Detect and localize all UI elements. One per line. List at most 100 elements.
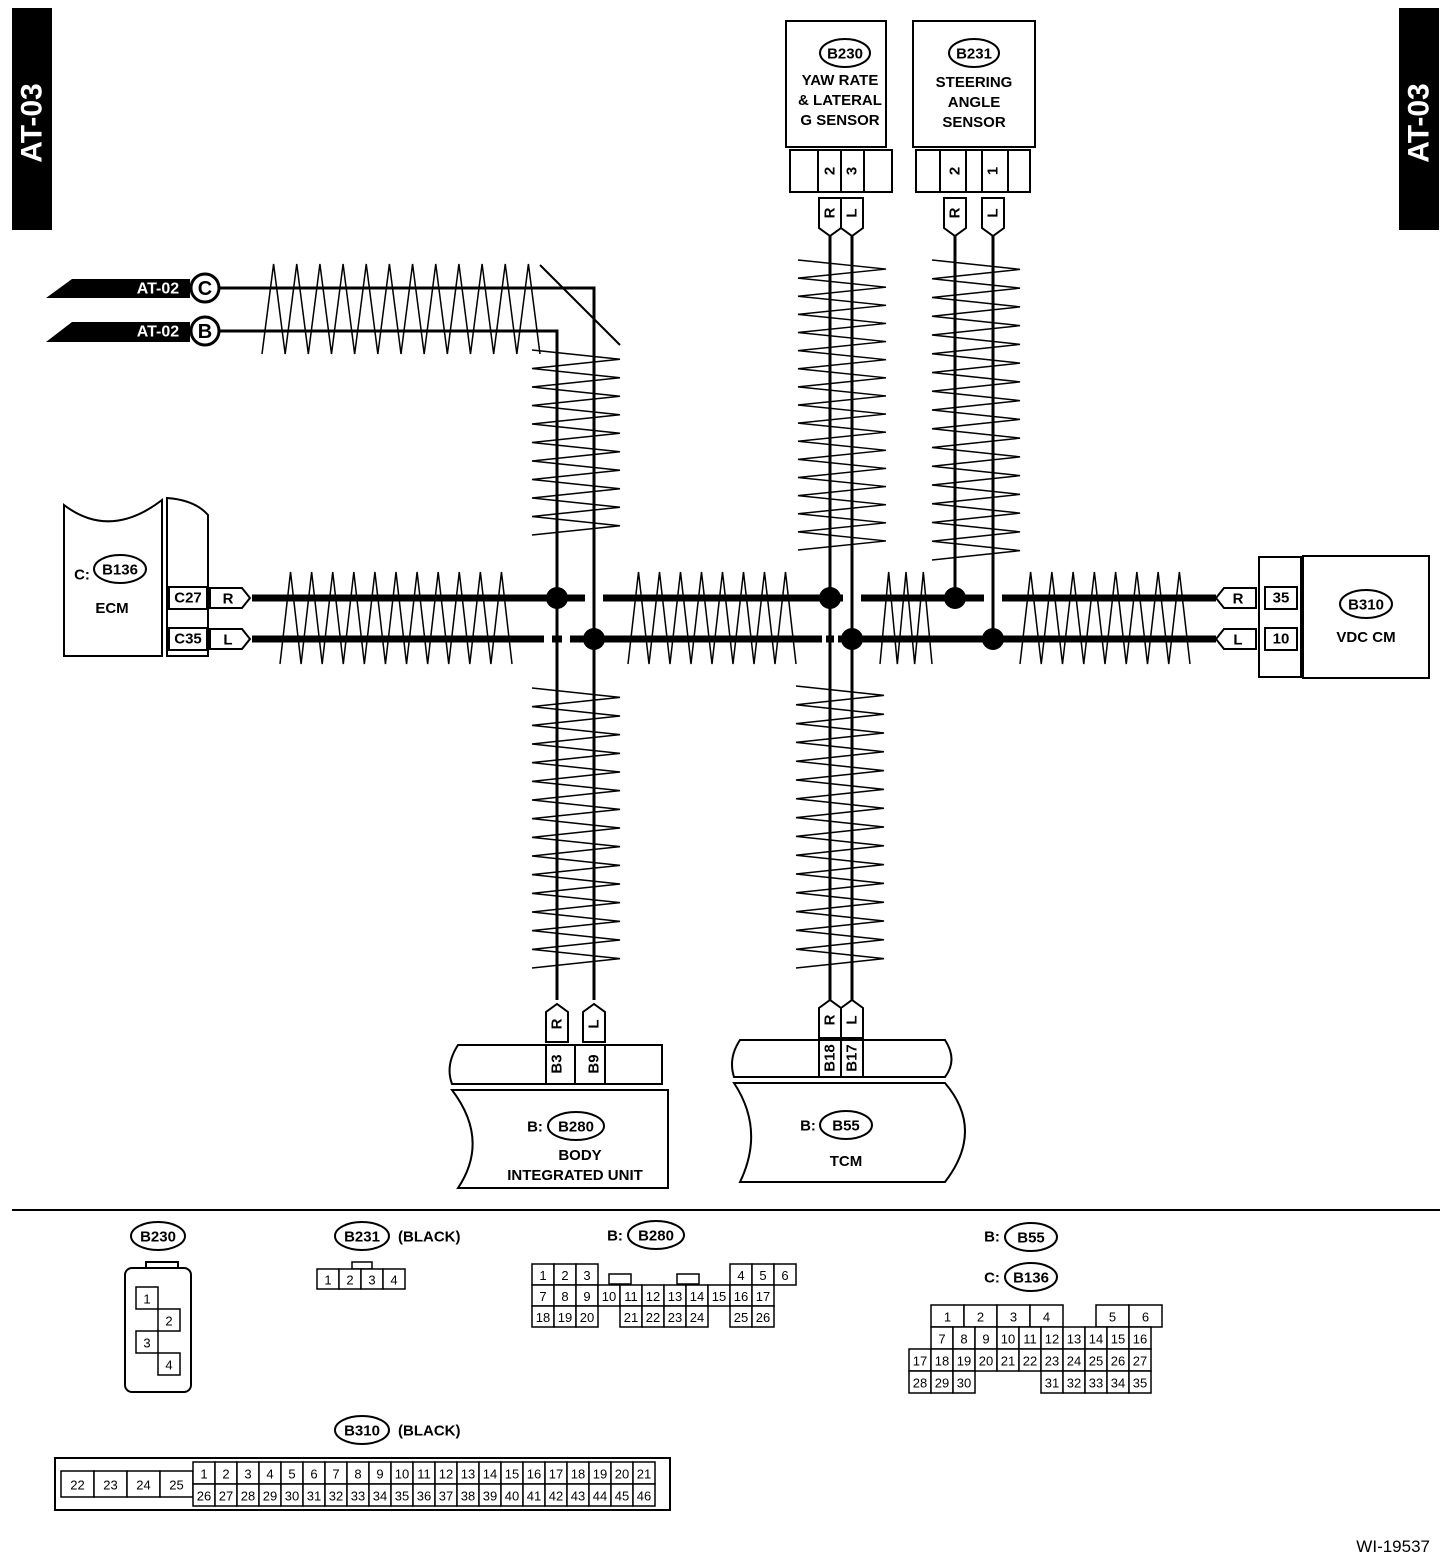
- tag-b231-r: R: [943, 197, 967, 238]
- yaw-rate-sensor-b230: B230 YAW RATE & LATERAL G SENSOR 2 3: [785, 20, 893, 193]
- b310-pin-label: 12: [439, 1467, 453, 1482]
- svg-text:C27: C27: [174, 590, 202, 607]
- tag-tcm-r: R: [818, 998, 842, 1039]
- b280-pin-label: 13: [668, 1289, 682, 1304]
- tab-left: AT-03: [12, 8, 52, 230]
- b280-pin-label: 23: [668, 1310, 682, 1325]
- svg-text:L: L: [223, 632, 232, 649]
- b310-pin-label: 11: [417, 1467, 431, 1482]
- b310-pin-label: 30: [285, 1489, 299, 1504]
- b280-cell: [773, 1263, 797, 1286]
- b310-pin-label: 1: [200, 1467, 207, 1482]
- tag-b231-l: L: [981, 197, 1005, 238]
- b310-pin-label: 4: [266, 1467, 273, 1482]
- b55-pin-label: 35: [1133, 1376, 1147, 1391]
- wires: [220, 236, 1216, 1000]
- svg-text:3: 3: [143, 1336, 150, 1351]
- b55-pin-label: 31: [1045, 1376, 1059, 1391]
- b310-pin-label: 43: [571, 1489, 585, 1504]
- svg-text:1: 1: [143, 1292, 150, 1307]
- b55-pin-label: 13: [1067, 1332, 1081, 1347]
- tag-biu-r: R: [545, 1002, 569, 1043]
- b310-pin-label: 45: [615, 1489, 629, 1504]
- twisted-pair-markings: [261, 259, 1191, 969]
- b310-pin-label: 25: [169, 1478, 183, 1493]
- svg-text:2: 2: [822, 167, 839, 175]
- svg-text:BODY: BODY: [558, 1147, 601, 1164]
- b280-cell: [575, 1305, 599, 1328]
- svg-text:INTEGRATED UNIT: INTEGRATED UNIT: [507, 1167, 643, 1184]
- b55-pin-label: 32: [1067, 1376, 1081, 1391]
- tab-right: AT-03: [1399, 8, 1439, 230]
- svg-text:B230: B230: [827, 46, 863, 63]
- b55-pin-label: 24: [1067, 1354, 1081, 1369]
- b280-pin-label: 21: [624, 1310, 638, 1325]
- b55-cell: [952, 1370, 976, 1394]
- b310-pin-label: 6: [310, 1467, 317, 1482]
- svg-text:B230: B230: [140, 1229, 176, 1246]
- b55-pin-label: 23: [1045, 1354, 1059, 1369]
- svg-text:B231: B231: [344, 1229, 380, 1246]
- b55-pin-label: 10: [1001, 1332, 1015, 1347]
- b280-pin-label: 3: [583, 1268, 590, 1283]
- b55-pin-label: 33: [1089, 1376, 1103, 1391]
- svg-text:L: L: [844, 1015, 861, 1024]
- tag-biu-l: L: [582, 1002, 606, 1043]
- b231-pin-label: 4: [390, 1273, 397, 1288]
- b310-pin-label: 39: [483, 1489, 497, 1504]
- svg-text:C: C: [198, 278, 212, 300]
- b55-pin-label: 8: [960, 1332, 967, 1347]
- b55-pin-label: 6: [1142, 1310, 1149, 1325]
- b231-pin-label: 2: [346, 1273, 353, 1288]
- b310-pin-label: 20: [615, 1467, 629, 1482]
- b55-pin-label: 18: [935, 1354, 949, 1369]
- svg-text:B3: B3: [549, 1054, 566, 1073]
- figure-id: WI-19537: [1356, 1537, 1430, 1556]
- svg-text:SENSOR: SENSOR: [942, 114, 1006, 131]
- twist-zigzag: [931, 259, 1021, 561]
- b55-pin-label: 26: [1111, 1354, 1125, 1369]
- b55-pin-label: 14: [1089, 1332, 1103, 1347]
- b310-pin-label: 34: [373, 1489, 387, 1504]
- b55-pin-label: 27: [1133, 1354, 1147, 1369]
- b310-pin-label: 35: [395, 1489, 409, 1504]
- b310-pin-label: 41: [527, 1489, 541, 1504]
- b280-pin-label: 20: [580, 1310, 594, 1325]
- svg-text:B9: B9: [586, 1054, 603, 1073]
- twist-zigzag: [279, 571, 513, 665]
- svg-text:B: B: [198, 321, 212, 343]
- tag-vdc-l: L: [1214, 628, 1257, 650]
- b310-pin-label: 28: [241, 1489, 255, 1504]
- b310-pin-label: 10: [395, 1467, 409, 1482]
- svg-text:4: 4: [165, 1358, 172, 1373]
- crossing-redraw: [555, 588, 995, 649]
- b280-pin-label: 9: [583, 1289, 590, 1304]
- b55-pin-label: 3: [1010, 1310, 1017, 1325]
- b55-pin-label: 17: [913, 1354, 927, 1369]
- b280-pin-label: 26: [756, 1310, 770, 1325]
- b55-pin-label: 5: [1109, 1310, 1116, 1325]
- svg-text:B310: B310: [1348, 597, 1384, 614]
- svg-text:L: L: [985, 208, 1002, 217]
- svg-text:G SENSOR: G SENSOR: [800, 112, 879, 129]
- b55-pin-label: 21: [1001, 1354, 1015, 1369]
- svg-text:R: R: [549, 1018, 566, 1029]
- twist-zigzag: [879, 571, 933, 665]
- twist-zigzag: [261, 263, 541, 355]
- b55-pin-label: 30: [957, 1376, 971, 1391]
- ecm-b136: C: B136 ECM C27 C35 R L: [63, 496, 252, 657]
- b310-pin-label: 22: [70, 1478, 84, 1493]
- svg-text:B280: B280: [558, 1119, 594, 1136]
- svg-text:B136: B136: [102, 562, 138, 579]
- svg-text:C35: C35: [174, 631, 202, 648]
- tag-b230-r: R: [818, 197, 842, 238]
- b280-pin-label: 6: [781, 1268, 788, 1283]
- svg-text:AT-02: AT-02: [137, 281, 179, 298]
- b231-pin-label: 3: [368, 1273, 375, 1288]
- svg-text:3: 3: [844, 167, 861, 175]
